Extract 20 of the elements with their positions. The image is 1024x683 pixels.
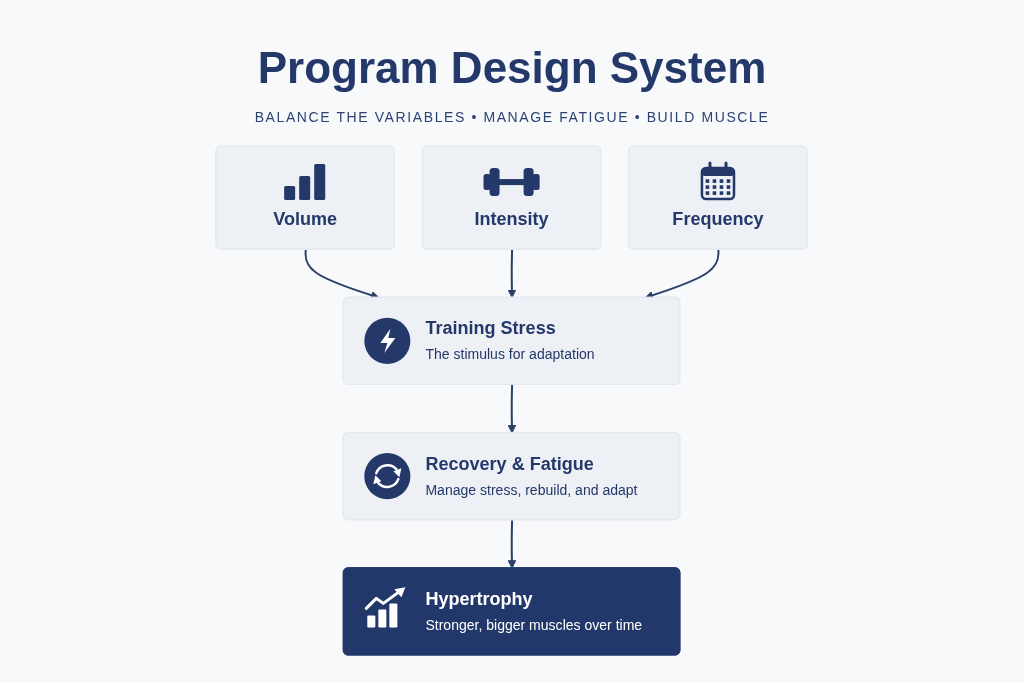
box-heading: Training Stress [425,318,557,339]
process-box [343,432,681,521]
subtitle: BALANCE THE VARIABLES • MANAGE FATIGUE • BUILD MUSCLE [254,108,770,126]
box-description: Stronger, bigger muscles over time [425,616,643,633]
box-description: Manage stress, rebuild, and adapt [425,481,638,498]
box-heading: Volume [273,209,338,230]
box-heading: Hypertrophy [425,588,534,609]
process-box [343,296,681,385]
arrow [507,383,517,434]
title: Program Design System [257,42,767,94]
process-box [215,145,396,250]
box-heading: Recovery & Fatigue [425,453,595,474]
process-box [343,567,681,656]
arrow [507,248,517,299]
process-box [628,145,809,250]
box-heading: Intensity [474,209,550,230]
process-box [422,145,602,250]
arrow [507,519,517,569]
box-description: The stimulus for adaptation [425,346,596,363]
box-heading: Frequency [672,209,764,230]
